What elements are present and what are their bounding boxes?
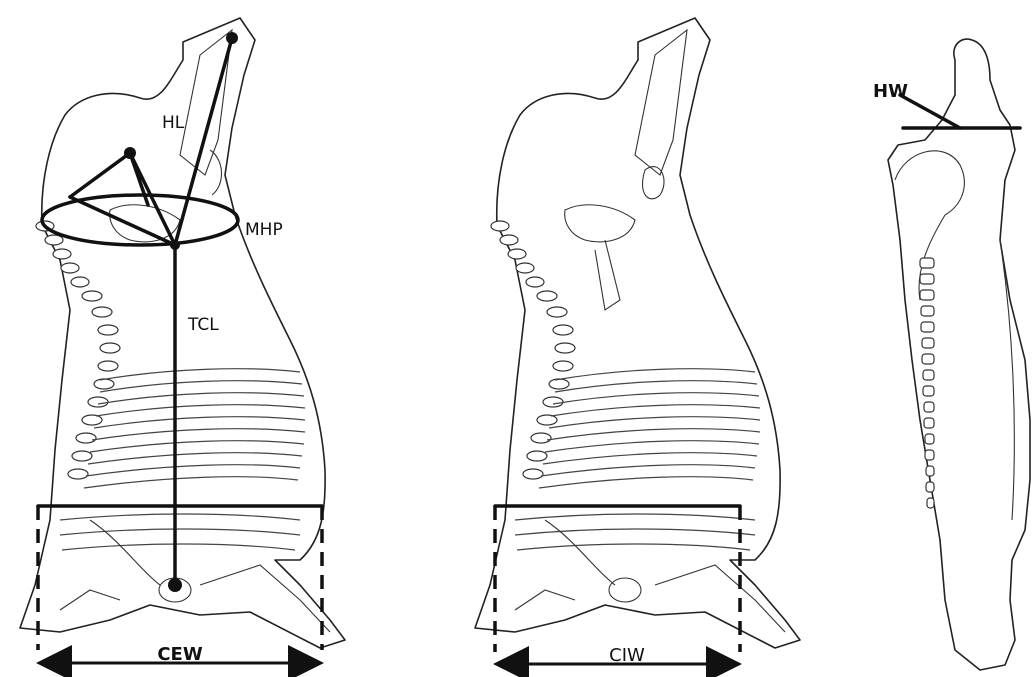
label-hw: HW [873,81,908,102]
ribs-left [60,369,305,550]
spine-middle [491,221,575,479]
label-hl: HL [162,113,185,133]
mhp-ellipse [42,195,238,245]
label-mhp: MHP [245,220,283,240]
carcass-right: HW [873,39,1030,670]
carcass-middle: CIW [475,18,800,666]
carcass-left: HL MHP TCL CEW [20,18,345,665]
label-ciw: CIW [609,645,645,666]
spine-right [920,258,934,508]
label-tcl: TCL [187,315,219,335]
spine-left [36,221,120,479]
measurement-lines-right [900,95,1020,128]
ribs-middle [515,369,760,550]
hl-line [175,38,232,245]
label-cew: CEW [157,644,203,665]
